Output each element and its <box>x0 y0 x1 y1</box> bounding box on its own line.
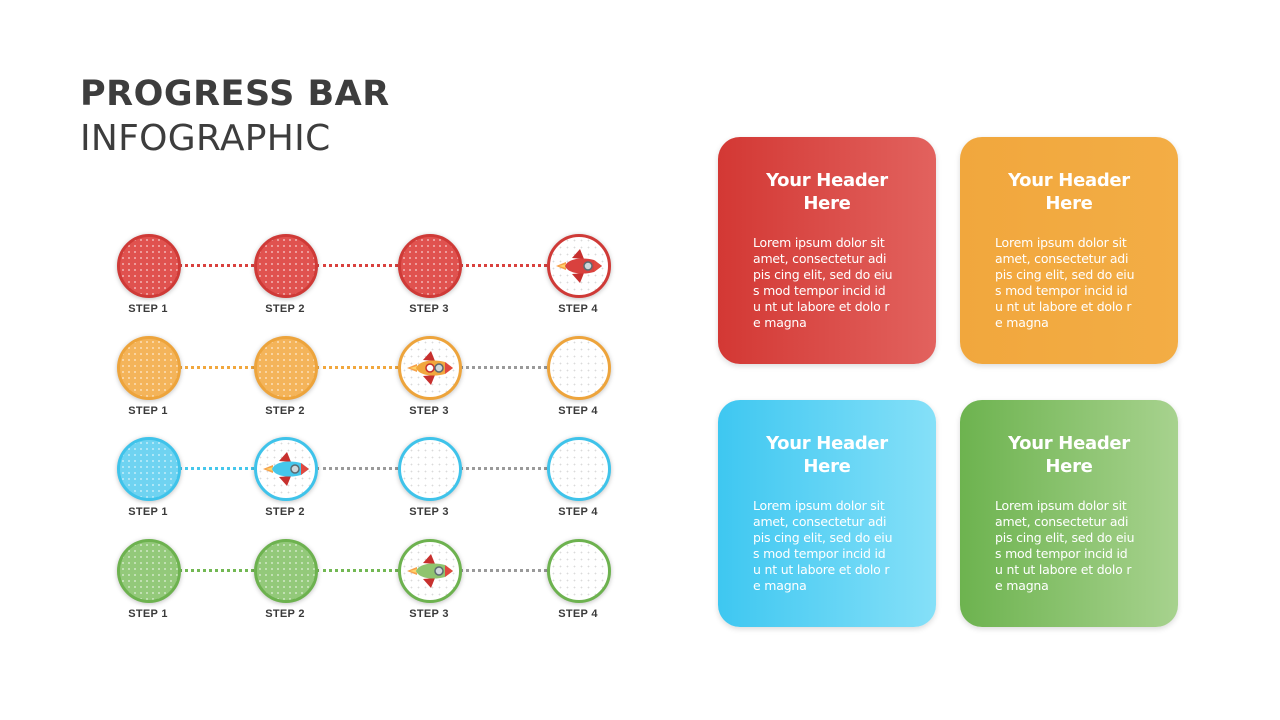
rocket-icon <box>556 249 602 283</box>
step-connector <box>316 569 398 572</box>
step-connector <box>316 467 398 470</box>
step-circle-blue-3 <box>398 437 462 501</box>
step-connector <box>179 569 254 572</box>
title-line-1: PROGRESS BAR <box>80 74 390 114</box>
step-connector <box>460 366 547 369</box>
step-circle-green-3 <box>398 539 462 603</box>
step-circle-red-4 <box>547 234 611 298</box>
step-circle-green-4 <box>547 539 611 603</box>
step-label: STEP 4 <box>558 506 598 518</box>
step-circle-orange-4 <box>547 336 611 400</box>
card-header: Your Header Here <box>1008 433 1130 477</box>
step-connector <box>179 467 254 470</box>
step-circle-blue-1 <box>117 437 181 501</box>
step-connector <box>460 569 547 572</box>
step-label: STEP 2 <box>265 506 305 518</box>
step-label: STEP 1 <box>128 303 168 315</box>
step-circle-blue-2 <box>254 437 318 501</box>
card-body: Lorem ipsum dolor sit amet, consectetur … <box>753 235 893 330</box>
step-circle-red-3 <box>398 234 462 298</box>
step-label: STEP 4 <box>558 303 598 315</box>
step-connector <box>460 467 547 470</box>
card-body: Lorem ipsum dolor sit amet, consectetur … <box>753 498 893 593</box>
step-circle-orange-1 <box>117 336 181 400</box>
step-label: STEP 3 <box>409 303 449 315</box>
rocket-icon <box>407 554 453 588</box>
step-connector <box>179 366 254 369</box>
card-header: Your Header Here <box>766 170 888 214</box>
card-body: Lorem ipsum dolor sit amet, consectetur … <box>995 235 1135 330</box>
step-connector <box>460 264 547 267</box>
step-circle-orange-2 <box>254 336 318 400</box>
rocket-icon <box>407 351 453 385</box>
step-label: STEP 4 <box>558 608 598 620</box>
step-connector <box>316 366 398 369</box>
step-label: STEP 1 <box>128 405 168 417</box>
step-connector <box>316 264 398 267</box>
rocket-icon <box>263 452 309 486</box>
step-label: STEP 4 <box>558 405 598 417</box>
step-circle-green-2 <box>254 539 318 603</box>
step-label: STEP 3 <box>409 608 449 620</box>
card-header: Your Header Here <box>766 433 888 477</box>
step-label: STEP 2 <box>265 303 305 315</box>
step-label: STEP 1 <box>128 506 168 518</box>
step-connector <box>179 264 254 267</box>
step-circle-red-2 <box>254 234 318 298</box>
step-label: STEP 2 <box>265 405 305 417</box>
step-label: STEP 3 <box>409 506 449 518</box>
step-label: STEP 2 <box>265 608 305 620</box>
title-line-2: INFOGRAPHIC <box>80 118 331 159</box>
step-label: STEP 3 <box>409 405 449 417</box>
step-label: STEP 1 <box>128 608 168 620</box>
step-circle-red-1 <box>117 234 181 298</box>
step-circle-green-1 <box>117 539 181 603</box>
step-circle-blue-4 <box>547 437 611 501</box>
card-header: Your Header Here <box>1008 170 1130 214</box>
step-circle-orange-3 <box>398 336 462 400</box>
card-body: Lorem ipsum dolor sit amet, consectetur … <box>995 498 1135 593</box>
